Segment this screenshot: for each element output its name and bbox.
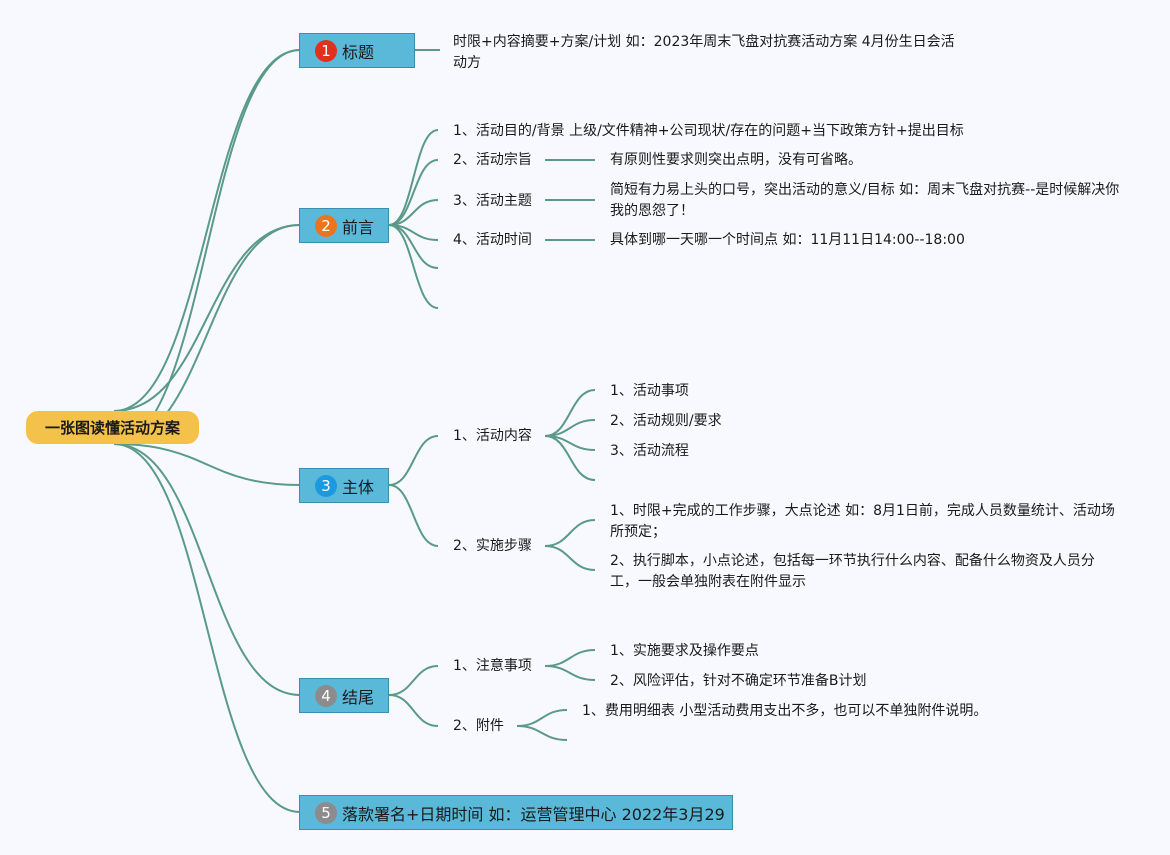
number-1-icon: 1: [315, 39, 337, 62]
ending-attachment[interactable]: 2、附件: [453, 718, 504, 734]
preface-purpose[interactable]: 1、活动目的/背景 上级/文件精神+公司现状/存在的问题+当下政策方针+提出目标: [453, 123, 964, 139]
attach-fan-0: [516, 709, 568, 727]
preface-tenet[interactable]: 2、活动宗旨: [453, 152, 532, 168]
body-content-item[interactable]: 2、活动规则/要求: [610, 413, 722, 429]
preface-theme[interactable]: 3、活动主题: [453, 193, 532, 209]
branch-body-label: 主体: [342, 477, 375, 497]
root-to-body: [113, 443, 301, 486]
preface-fan-5: [388, 224, 439, 309]
root-topic[interactable]: 一张图读懂活动方案: [26, 411, 199, 444]
preface-theme-detail[interactable]: 简短有力易上头的口号，突出活动的意义/目标 如：周末飞盘对抗赛--是时候解决你我…: [610, 182, 1120, 219]
body-steps-item[interactable]: 1、时限+完成的工作步骤，大点论述 如：8月1日前，完成人员数量统计、活动场所预…: [610, 503, 1115, 540]
branch-preface-label: 前言: [342, 217, 375, 237]
number-3-icon: 3: [315, 474, 337, 497]
ending-to-attach: [388, 694, 439, 727]
branch-title-label: 标题: [342, 42, 375, 62]
branch-signature-label: 落款署名+日期时间 如：运营管理中心 2022年3月29: [342, 804, 725, 824]
branch-ending[interactable]: 4 结尾: [299, 678, 389, 713]
notes-fan-1: [544, 665, 596, 681]
root-to-ending: [113, 443, 301, 696]
branch-title[interactable]: 1 标题: [299, 33, 415, 68]
root-to-signature: [113, 443, 301, 813]
preface-fan-1: [388, 159, 439, 226]
body-to-content: [388, 435, 439, 486]
body-content-item[interactable]: 1、活动事项: [610, 383, 689, 399]
body-content[interactable]: 1、活动内容: [453, 428, 532, 444]
body-content-item[interactable]: 3、活动流程: [610, 443, 689, 459]
preface-time-detail[interactable]: 具体到哪一天哪一个时间点 如：11月11日14:00--18:00: [610, 232, 965, 248]
branch-ending-label: 结尾: [342, 687, 375, 707]
preface-fan-0: [388, 129, 439, 226]
ending-notes[interactable]: 1、注意事项: [453, 658, 532, 674]
ending-notes-item[interactable]: 2、风险评估，针对不确定环节准备B计划: [610, 673, 867, 689]
steps-fan-1: [544, 545, 596, 571]
preface-fan-2: [388, 199, 439, 226]
ending-attachment-item[interactable]: 1、费用明细表 小型活动费用支出不多，也可以不单独附件说明。: [582, 703, 988, 719]
body-steps[interactable]: 2、实施步骤: [453, 538, 532, 554]
root-to-title: [113, 49, 301, 445]
root-to-preface-outer: [113, 224, 301, 412]
root-to-title-outer: [113, 49, 301, 412]
body-to-steps: [388, 484, 439, 547]
ending-to-notes: [388, 665, 439, 696]
notes-fan-0: [544, 649, 596, 667]
preface-time[interactable]: 4、活动时间: [453, 232, 532, 248]
number-2-icon: 2: [315, 214, 337, 237]
number-4-icon: 4: [315, 684, 337, 707]
preface-tenet-detail[interactable]: 有原则性要求则突出点明，没有可省略。: [610, 152, 862, 168]
branch-preface[interactable]: 2 前言: [299, 208, 389, 243]
steps-fan-0: [544, 519, 596, 547]
title-detail[interactable]: 时限+内容摘要+方案/计划 如：2023年周末飞盘对抗赛活动方案 4月份生日会活…: [453, 34, 955, 71]
number-5-icon: 5: [315, 801, 337, 824]
branch-signature[interactable]: 5 落款署名+日期时间 如：运营管理中心 2022年3月29: [299, 795, 733, 830]
ending-notes-item[interactable]: 1、实施要求及操作要点: [610, 643, 759, 659]
branch-body[interactable]: 3 主体: [299, 468, 389, 503]
attach-fan-1: [516, 725, 568, 741]
body-steps-item[interactable]: 2、执行脚本，小点论述，包括每一环节执行什么内容、配备什么物资及人员分工，一般会…: [610, 553, 1095, 590]
content-fan-3: [544, 435, 596, 481]
